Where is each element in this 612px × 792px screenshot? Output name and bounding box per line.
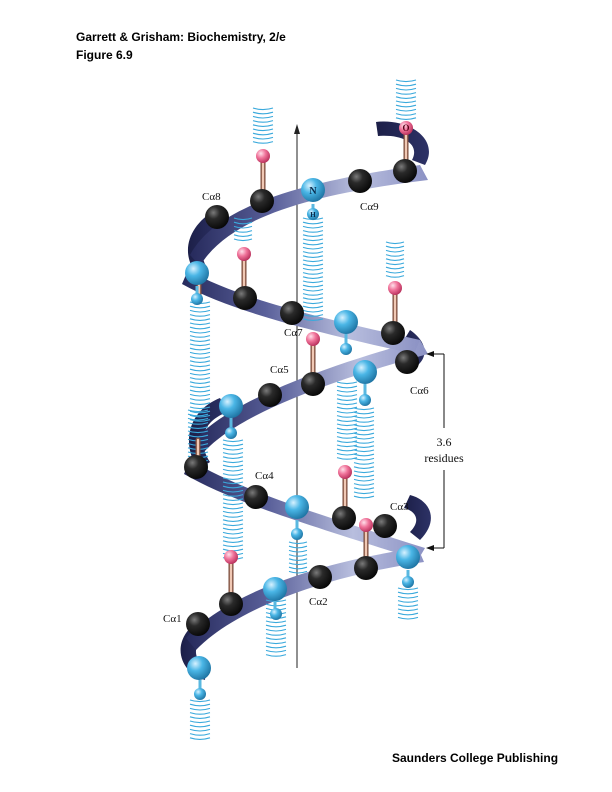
oxygen-atom	[388, 281, 402, 295]
hbond-wave-stack	[189, 699, 211, 740]
oxygen-atom	[256, 149, 270, 163]
label-ca9: Cα9	[360, 201, 379, 213]
label-ca5: Cα5	[270, 364, 289, 376]
carbon-atom	[381, 321, 405, 345]
header-title: Garrett & Grisham: Biochemistry, 2/e	[76, 30, 286, 44]
carbon-atom	[258, 383, 282, 407]
covalent-bonds	[195, 131, 410, 690]
hydrogen-atom	[191, 293, 203, 305]
hydrogen-atom	[340, 343, 352, 355]
carbon-atom	[250, 189, 274, 213]
carbon-atom	[395, 350, 419, 374]
carbon-atom	[219, 592, 243, 616]
oxygen-letter: O	[402, 123, 409, 133]
carbon-atom	[301, 372, 325, 396]
nitrogen-atom	[185, 261, 209, 285]
hydrogen-atom	[225, 427, 237, 439]
carbon-atom	[393, 159, 417, 183]
oxygen-atom	[224, 550, 238, 564]
carbon-atom	[184, 455, 208, 479]
carbon-atom	[354, 556, 378, 580]
oxygen-atom	[399, 121, 413, 135]
carbon-atom	[186, 612, 210, 636]
label-ca6: Cα6	[410, 385, 429, 397]
label-ca3: Cα3	[390, 501, 409, 513]
carbon-atom	[244, 485, 268, 509]
label-ca4: Cα4	[255, 470, 274, 482]
hbond-wave-stack	[353, 407, 375, 499]
nitrogen-atom	[301, 178, 325, 202]
carbon-atom	[233, 286, 257, 310]
figure-number: Figure 6.9	[76, 48, 133, 62]
carbon-atom	[280, 301, 304, 325]
hydrogen-bond-waves	[187, 79, 419, 740]
nitrogen-atom	[187, 656, 211, 680]
carbon-atom	[332, 506, 356, 530]
pitch-unit: residues	[424, 451, 464, 465]
atoms: N H O	[184, 121, 420, 700]
hydrogen-atom	[194, 688, 206, 700]
hydrogen-atom	[270, 608, 282, 620]
hydrogen-atom	[307, 208, 319, 220]
hbond-wave-stack	[252, 107, 274, 144]
hbond-wave-stack	[397, 587, 419, 620]
hbond-wave-stack	[336, 381, 358, 460]
hbond-wave-stack	[189, 301, 211, 422]
carbon-atom	[308, 565, 332, 589]
nitrogen-letter: N	[309, 186, 317, 197]
carbon-atom	[348, 169, 372, 193]
hbond-wave-stack	[233, 217, 253, 242]
nitrogen-atom	[285, 495, 309, 519]
hydrogen-atom	[359, 394, 371, 406]
oxygen-atom	[306, 332, 320, 346]
nitrogen-atom	[396, 545, 420, 569]
nitrogen-atom	[353, 360, 377, 384]
hbond-wave-stack	[395, 79, 417, 120]
carbon-atom	[373, 514, 397, 538]
nitrogen-atom	[219, 394, 243, 418]
pitch-bracket: 3.6 residues	[424, 351, 464, 551]
oxygen-atom	[359, 518, 373, 532]
label-ca8: Cα8	[202, 191, 221, 203]
label-ca7: Cα7	[284, 327, 303, 339]
oxygen-atom	[338, 465, 352, 479]
hbond-wave-stack	[222, 439, 244, 560]
nitrogen-atom	[263, 577, 287, 601]
carbon-atom	[205, 205, 229, 229]
publisher-credit: Saunders College Publishing	[392, 751, 559, 765]
oxygen-atom	[237, 247, 251, 261]
nitrogen-atom	[334, 310, 358, 334]
hydrogen-atom	[291, 528, 303, 540]
hydrogen-atom	[402, 576, 414, 588]
hbond-wave-stack	[385, 241, 405, 278]
label-ca2: Cα2	[309, 596, 328, 608]
pitch-value: 3.6	[437, 435, 452, 449]
hbond-wave-stack	[302, 217, 324, 321]
hydrogen-letter: H	[310, 211, 316, 219]
label-ca1: Cα1	[163, 613, 182, 625]
alpha-carbon-labels: Cα1 Cα2 Cα3 Cα4 Cα5 Cα6 Cα7 Cα8 Cα9	[163, 191, 429, 625]
hbond-wave-stack	[288, 541, 308, 574]
